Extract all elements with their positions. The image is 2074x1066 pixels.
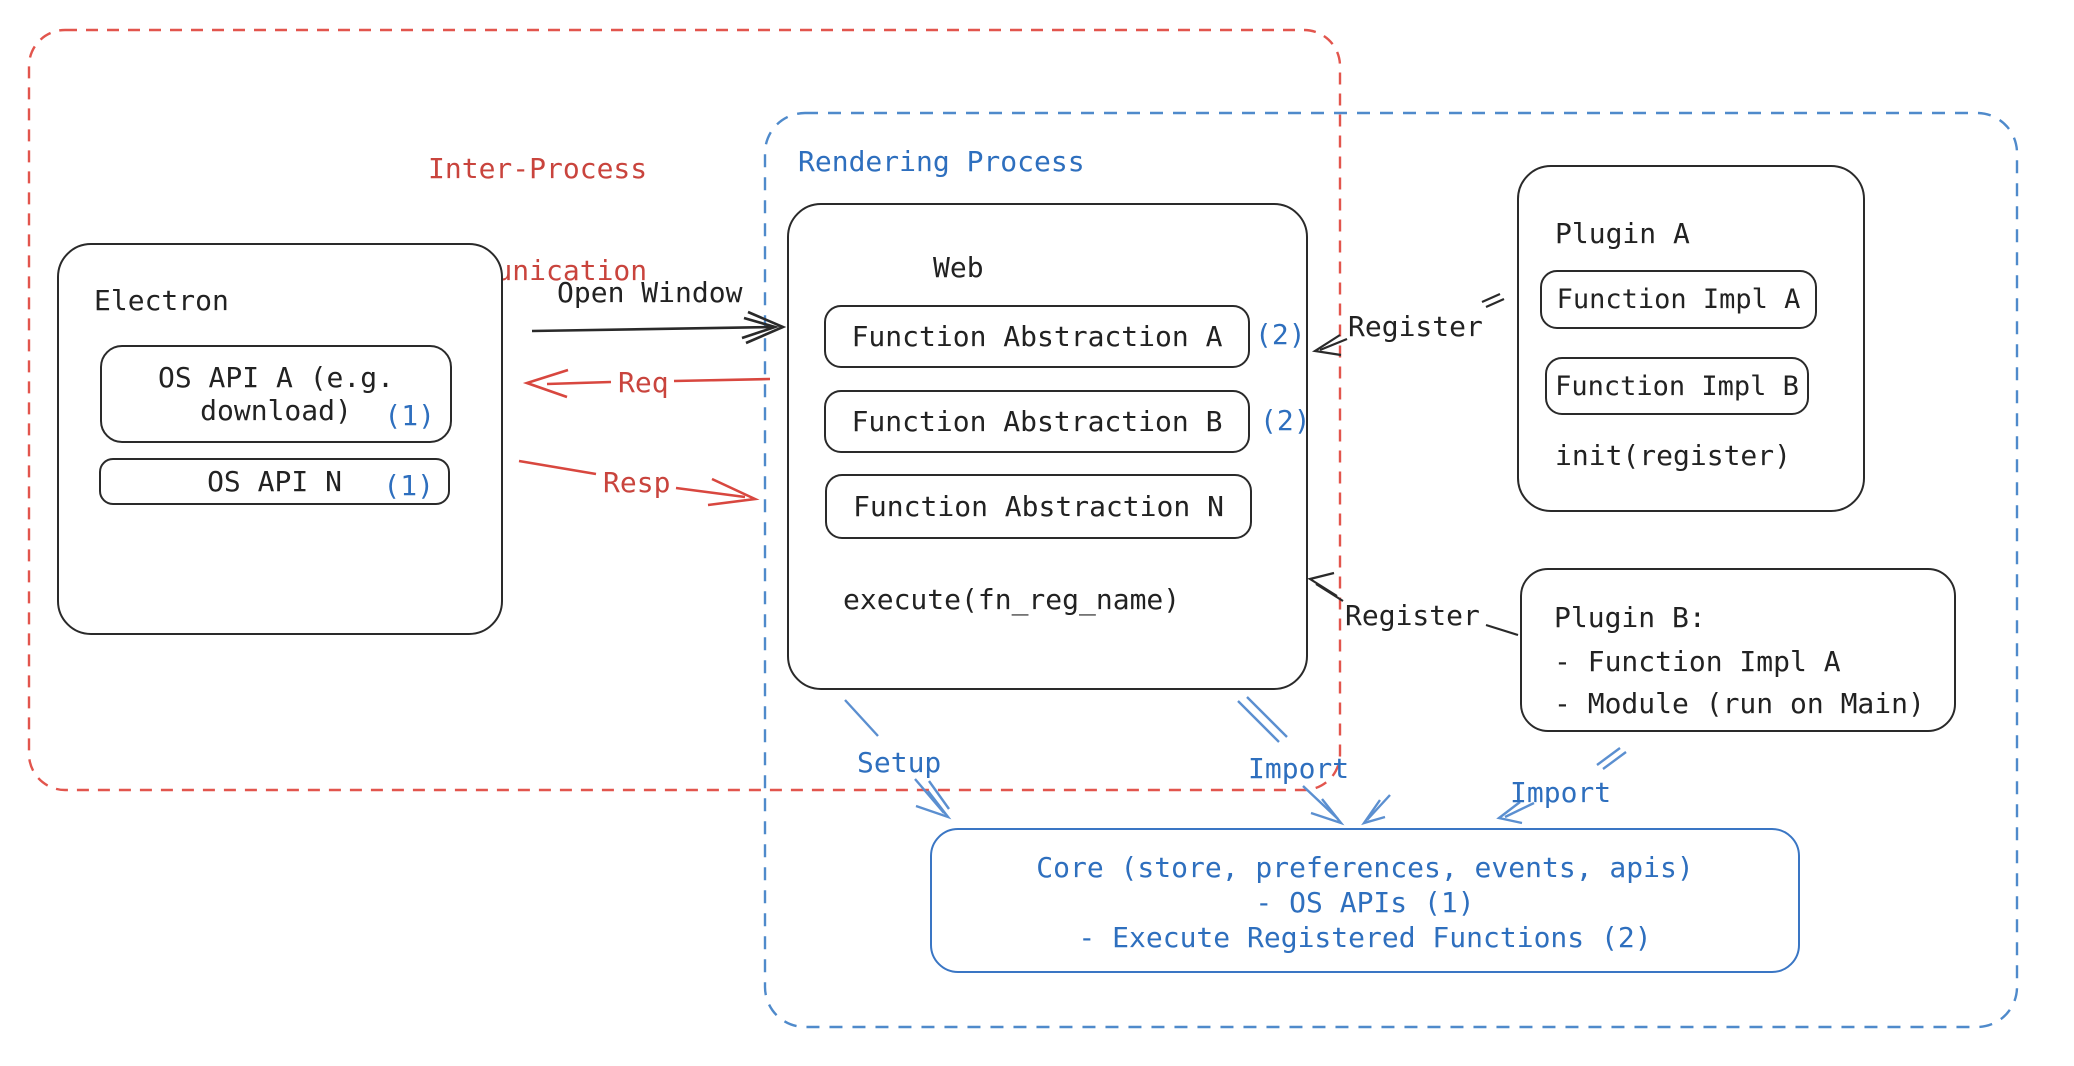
os-api-a-badge: (1) [384,399,435,432]
function-abstraction-a-label: Function Abstraction A [851,320,1223,353]
plugin-a-title: Plugin A [1555,217,1690,250]
core-line2: - OS APIs (1) [1255,886,1475,919]
rendering-process-group-border [763,111,2019,1029]
register-bottom-label: Register [1345,599,1480,632]
plugin-b-box: Plugin B: - Function Impl A - Module (ru… [1520,568,1956,732]
req-label: Req [618,366,669,399]
import-right-arrow [1496,747,1627,825]
os-api-n-badge: (1) [383,469,434,502]
function-abstraction-a-badge: (2) [1255,318,1306,351]
function-impl-a-box: Function Impl A [1540,270,1817,329]
register-top-label: Register [1348,310,1483,343]
plugin-a-box: Plugin A Function Impl A Function Impl B… [1517,165,1865,512]
function-abstraction-b-box: Function Abstraction B [824,390,1250,453]
init-register-text: init(register) [1555,439,1792,472]
function-abstraction-a-box: Function Abstraction A [824,305,1250,368]
function-impl-b-label: Function Impl B [1555,370,1799,402]
core-box: Core (store, preferences, events, apis) … [930,828,1800,973]
rendering-process-label: Rendering Process [798,145,1085,178]
ipc-group-border [27,28,1342,792]
import-right-label: Import [1510,776,1612,809]
req-arrow [522,368,771,399]
plugin-b-item2: - Module (run on Main) [1554,687,1925,720]
plugin-b-item1: - Function Impl A [1554,645,1841,678]
function-impl-b-box: Function Impl B [1545,357,1809,415]
function-abstraction-n-box: Function Abstraction N [825,474,1252,539]
open-window-label: Open Window [557,276,743,309]
core-line3: - Execute Registered Functions (2) [1078,921,1652,954]
setup-arrow [844,699,952,820]
open-window-arrow [531,310,787,345]
electron-title: Electron [94,284,229,317]
os-api-a-line2: download) [200,394,352,427]
electron-box: Electron OS API A (e.g. download) (1) OS… [57,243,503,635]
execute-text: execute(fn_reg_name) [843,583,1181,616]
function-abstraction-n-label: Function Abstraction N [853,490,1224,523]
web-box: Web Function Abstraction A (2) Function … [787,203,1311,690]
register-top-arrow [1311,292,1505,357]
web-title: Web [933,251,984,284]
resp-label: Resp [603,466,671,499]
import-mid-label: Import [1248,752,1350,785]
ipc-group-label: Inter-Process Communication [428,84,647,356]
ipc-label-line1: Inter-Process [428,152,648,185]
register-bottom-arrow [1307,571,1519,637]
function-impl-a-label: Function Impl A [1556,284,1801,315]
os-api-a-box: OS API A (e.g. download) (1) [100,345,452,443]
setup-label: Setup [857,746,942,779]
plugin-b-title: Plugin B: [1554,601,1706,634]
import-mid-arrow [1237,696,1391,826]
resp-arrow [518,459,760,507]
function-abstraction-b-label: Function Abstraction B [851,405,1223,438]
os-api-n-label: OS API N [207,465,342,498]
os-api-a-line1: OS API A (e.g. [157,361,394,394]
function-abstraction-b-badge: (2) [1260,404,1311,437]
os-api-n-box: OS API N (1) [99,458,450,505]
core-line1: Core (store, preferences, events, apis) [1036,851,1694,884]
